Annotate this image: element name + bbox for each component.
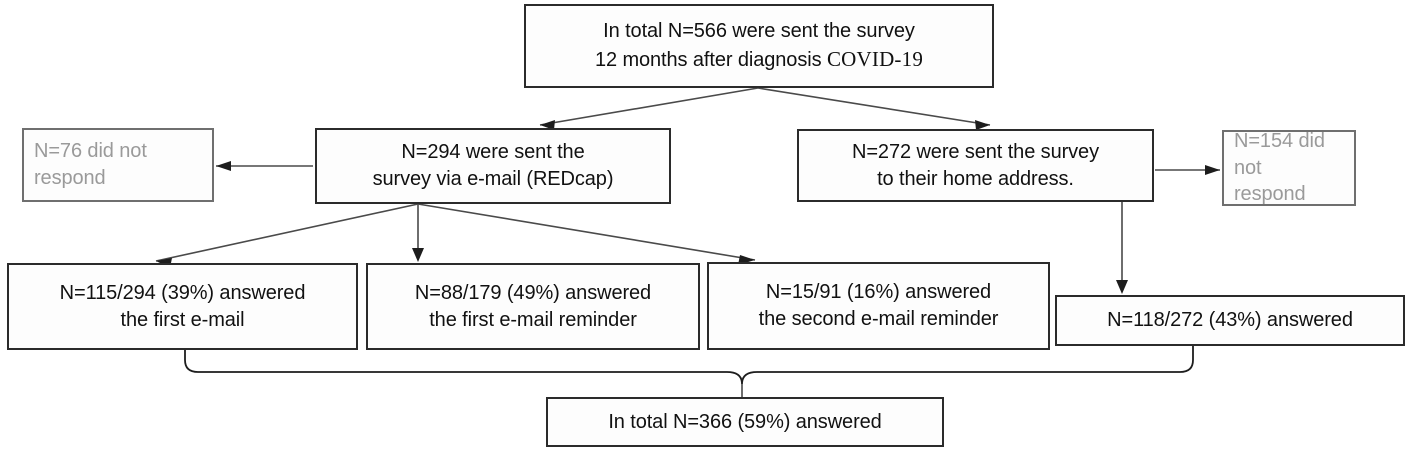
edge-email-to-nonresponse [216, 161, 313, 171]
node-postal-sent-line2: to their home address. [877, 167, 1074, 190]
node-email-nonresponse[interactable]: N=76 did not respond [22, 128, 214, 202]
edge-email-to-first-email [155, 203, 419, 268]
node-first-reminder-text: N=88/179 (49%) answered the first e-mail… [374, 280, 692, 334]
edge-email-to-first-reminder [412, 204, 424, 262]
node-total-sent[interactable]: In total N=566 were sent the survey 12 m… [524, 4, 994, 88]
edge-brace-to-grand-total [184, 345, 1194, 397]
node-email-nonresponse-text: N=76 did not respond [30, 138, 206, 192]
node-postal-sent-text: N=272 were sent the survey to their home… [805, 139, 1146, 193]
node-first-reminder-line1: N=88/179 (49%) answered [414, 281, 652, 304]
node-grand-total-text: In total N=366 (59%) answered [608, 410, 882, 433]
node-total-sent-covid-label: COVID-19 [826, 47, 924, 71]
node-email-sent-text: N=294 were sent the survey via e-mail (R… [323, 139, 663, 193]
node-grand-total[interactable]: In total N=366 (59%) answered [546, 397, 944, 447]
node-email-sent-line1: N=294 were sent the [401, 141, 585, 164]
edge-postal-to-answered [1116, 201, 1128, 294]
node-postal-nonresponse-line2: respond [1234, 183, 1306, 206]
node-second-reminder-line1: N=15/91 (16%) answered [765, 281, 992, 304]
node-postal-sent[interactable]: N=272 were sent the survey to their home… [797, 129, 1154, 202]
node-postal-nonresponse[interactable]: N=154 did not respond [1222, 130, 1356, 206]
node-second-reminder-text: N=15/91 (16%) answered the second e-mail… [715, 279, 1042, 333]
node-email-sent[interactable]: N=294 were sent the survey via e-mail (R… [315, 128, 671, 204]
node-second-reminder[interactable]: N=15/91 (16%) answered the second e-mail… [707, 262, 1050, 350]
edge-postal-to-nonresponse [1155, 165, 1220, 175]
node-email-nonresponse-line1: N=76 did not [34, 140, 147, 163]
edge-total-to-email [539, 87, 759, 130]
node-postal-nonresponse-text: N=154 did not respond [1230, 128, 1348, 208]
node-total-sent-text: In total N=566 were sent the survey 12 m… [532, 18, 986, 74]
node-total-sent-line1: In total N=566 were sent the survey [603, 20, 915, 43]
node-first-email-line1: N=115/294 (39%) answered [59, 281, 306, 304]
node-email-nonresponse-line2: respond [34, 167, 106, 189]
node-postal-answered-text: N=118/272 (43%) answered [1107, 309, 1353, 332]
node-second-reminder-line2: the second e-mail reminder [758, 308, 999, 330]
node-email-sent-line2: survey via e-mail (REDcap) [372, 168, 614, 190]
node-first-reminder-line2: the first e-mail reminder [429, 308, 637, 331]
node-first-email[interactable]: N=115/294 (39%) answered the first e-mai… [7, 263, 358, 350]
node-total-sent-line2: 12 months after diagnosis [594, 49, 827, 71]
node-postal-nonresponse-line1: N=154 did not [1234, 129, 1325, 179]
node-postal-answered[interactable]: N=118/272 (43%) answered [1055, 295, 1405, 346]
edge-total-to-postal [757, 87, 991, 130]
node-first-email-line2: the first e-mail [120, 308, 245, 331]
node-postal-sent-line1: N=272 were sent the survey [852, 140, 1099, 163]
node-first-reminder[interactable]: N=88/179 (49%) answered the first e-mail… [366, 263, 700, 350]
node-first-email-text: N=115/294 (39%) answered the first e-mai… [15, 280, 350, 334]
edge-email-to-second-reminder [417, 203, 756, 265]
